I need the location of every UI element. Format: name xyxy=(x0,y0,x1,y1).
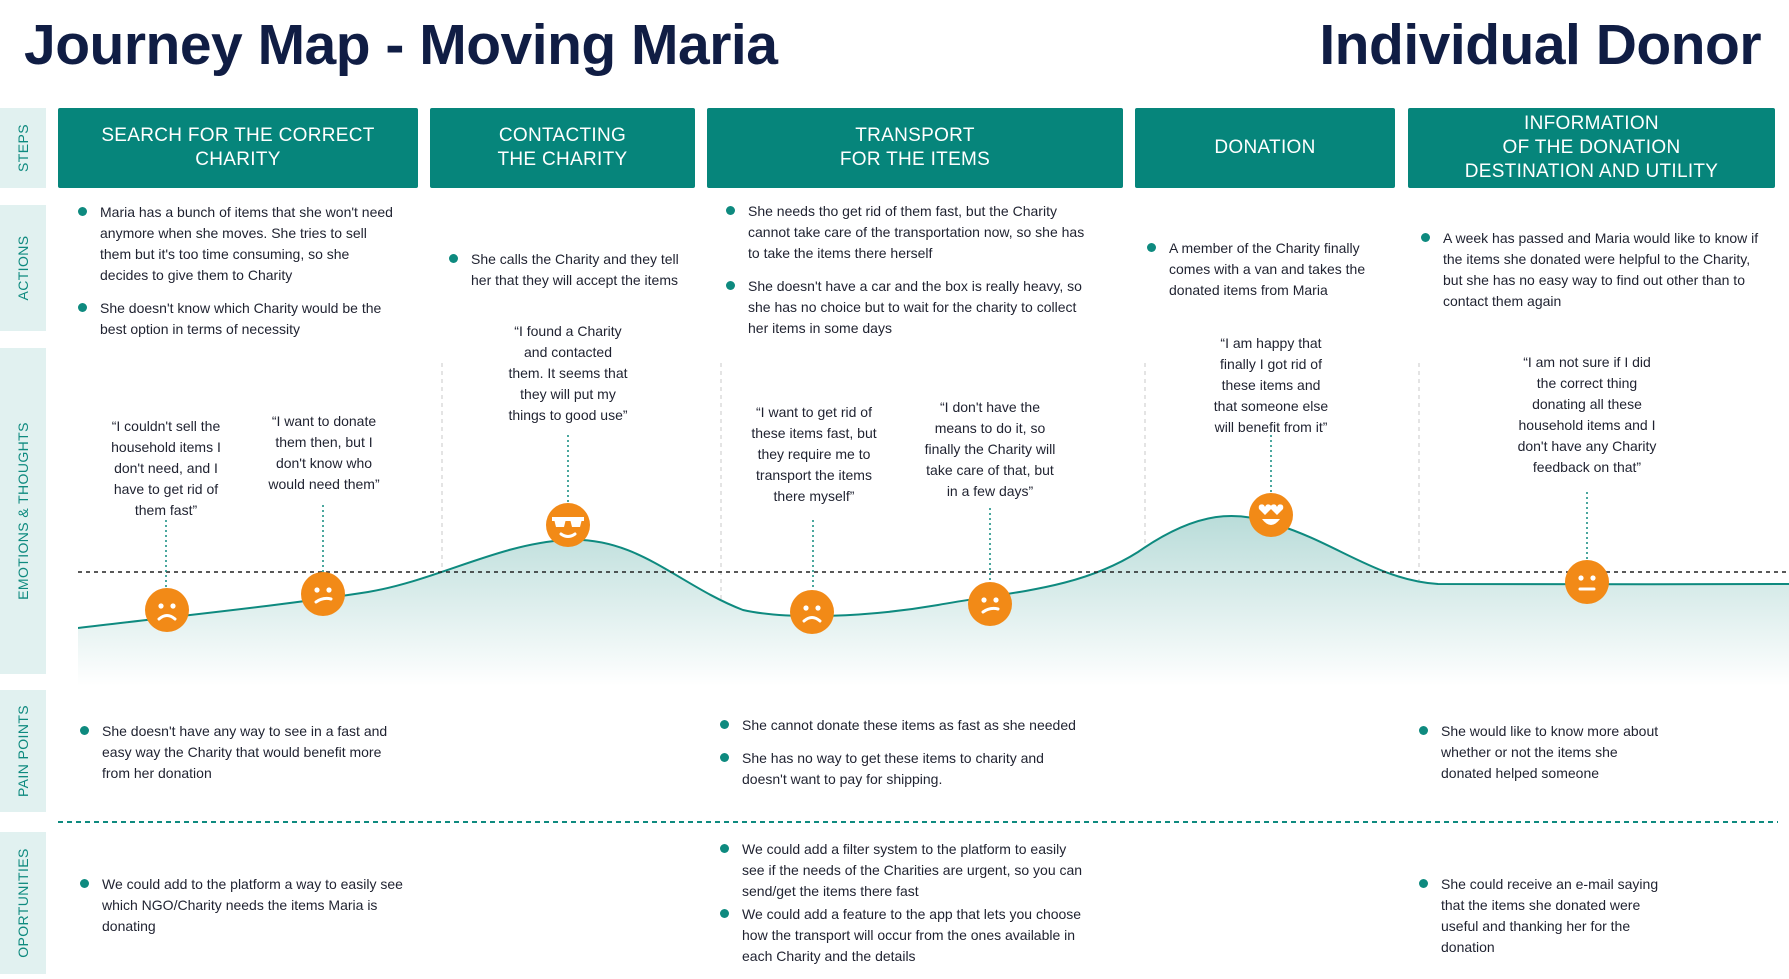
section-divider xyxy=(58,821,1778,823)
list-item: She cannot donate these items as fast as… xyxy=(720,715,1090,736)
step-transport: TRANSPORT FOR THE ITEMS xyxy=(707,108,1123,188)
list-item: We could add a feature to the app that l… xyxy=(720,904,1090,967)
list-item: She doesn't have any way to see in a fas… xyxy=(80,721,400,784)
opportunities-stage-1: We could add to the platform a way to ea… xyxy=(80,874,410,949)
list-item: She doesn't know which Charity would be … xyxy=(78,298,400,340)
emotion-curve xyxy=(78,363,1789,686)
neutral-face-icon xyxy=(1565,560,1609,604)
list-item: She could receive an e-mail saying that … xyxy=(1419,874,1669,958)
step-information: INFORMATION OF THE DONATION DESTINATION … xyxy=(1408,108,1775,188)
emotion-line xyxy=(78,514,1789,629)
list-item: A member of the Charity finally comes wi… xyxy=(1147,238,1387,301)
actions-stage-1: Maria has a bunch of items that she won'… xyxy=(78,202,400,352)
pain-points-stage-5: She would like to know more about whethe… xyxy=(1419,721,1659,796)
actions-stage-3: She needs tho get rid of them fast, but … xyxy=(726,201,1096,351)
thought-quote: “I found a Charity and contacted them. I… xyxy=(508,323,628,423)
thought-quote: “I am happy that finally I got rid of th… xyxy=(1213,335,1329,435)
list-item: She calls the Charity and they tell her … xyxy=(449,249,689,291)
confused-face-icon xyxy=(968,582,1012,626)
thought-quote: “I am not sure if I did the correct thin… xyxy=(1517,354,1657,475)
opportunities-stage-3: We could add a filter system to the plat… xyxy=(720,839,1090,979)
actions-stage-5: A week has passed and Maria would like t… xyxy=(1421,228,1761,324)
row-label-steps: STEPS xyxy=(0,108,46,188)
row-label-opportunities: OPORTUNITIES xyxy=(0,832,46,974)
actions-stage-2: She calls the Charity and they tell her … xyxy=(449,249,689,303)
thought-quote: “I don't have the means to do it, so fin… xyxy=(924,399,1056,499)
step-donation: DONATION xyxy=(1135,108,1395,188)
list-item: Maria has a bunch of items that she won'… xyxy=(78,202,400,286)
thought-quote: “I want to get rid of these items fast, … xyxy=(751,404,877,504)
heart-eyes-face-icon xyxy=(1249,493,1293,537)
row-label-pain-points: PAIN POINTS xyxy=(0,690,46,812)
pain-points-stage-1: She doesn't have any way to see in a fas… xyxy=(80,721,400,796)
row-label-emotions: EMOTIONS & THOUGHTS xyxy=(0,348,46,674)
list-item: A week has passed and Maria would like t… xyxy=(1421,228,1761,312)
persona-title: Individual Donor xyxy=(1319,13,1761,77)
list-item: We could add a filter system to the plat… xyxy=(720,839,1090,902)
row-label-actions: ACTIONS xyxy=(0,205,46,331)
page-title: Journey Map - Moving Maria xyxy=(24,13,778,77)
list-item: She doesn't have a car and the box is re… xyxy=(726,276,1096,339)
opportunities-stage-5: She could receive an e-mail saying that … xyxy=(1419,874,1669,970)
list-item: She has no way to get these items to cha… xyxy=(720,748,1090,790)
sad-face-icon xyxy=(145,588,189,632)
pain-points-stage-3: She cannot donate these items as fast as… xyxy=(720,715,1090,802)
actions-stage-4: A member of the Charity finally comes wi… xyxy=(1147,238,1387,313)
list-item: She would like to know more about whethe… xyxy=(1419,721,1659,784)
step-search-charity: SEARCH FOR THE CORRECT CHARITY xyxy=(58,108,418,188)
emotion-area xyxy=(78,515,1789,686)
step-contacting-charity: CONTACTING THE CHARITY xyxy=(430,108,695,188)
sad-face-icon xyxy=(790,590,834,634)
list-item: We could add to the platform a way to ea… xyxy=(80,874,410,937)
confused-face-icon xyxy=(301,572,345,616)
thought-quote: “I want to donate them then, but I don't… xyxy=(268,413,380,492)
list-item: She needs tho get rid of them fast, but … xyxy=(726,201,1096,264)
thought-quote: “I couldn't sell the household items I d… xyxy=(111,418,221,518)
cool-face-icon xyxy=(546,503,590,547)
